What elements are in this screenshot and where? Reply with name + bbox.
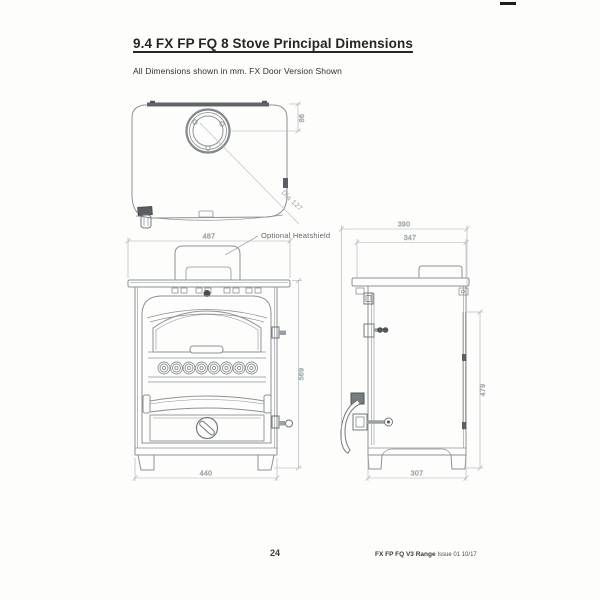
top-view-outline — [131, 104, 288, 219]
side-heatshield — [418, 265, 463, 278]
dim-flue-diameter: Dia 127 — [199, 122, 303, 225]
dim-base-depth: 307 — [365, 458, 469, 481]
top-view-front-edge — [135, 214, 284, 221]
page-title: 9.4 FX FP FQ 8 Stove Principal Dimension… — [133, 36, 413, 51]
dim-flue-offset: 86 — [230, 101, 306, 134]
dim-label-top-plate-depth: 347 — [404, 235, 417, 242]
vent-knob — [245, 361, 258, 375]
dim-overall-depth: 390 — [338, 221, 470, 442]
dim-label-side-height: 479 — [480, 384, 487, 397]
vent-knob — [220, 361, 233, 375]
dim-side-height: 479 — [467, 309, 487, 471]
page-subtitle: All Dimensions shown in mm. FX Door Vers… — [133, 66, 342, 76]
side-view-drawing — [340, 265, 470, 470]
door-window — [152, 310, 262, 353]
dim-label-body-width: 440 — [200, 471, 213, 478]
front-door — [141, 295, 293, 444]
footer-issue-label: Issue 01 10/17 — [437, 552, 477, 558]
front-heatshield — [174, 245, 241, 280]
air-control-dial — [195, 416, 219, 440]
dim-label-overall-height: 569 — [299, 368, 306, 381]
door-vent-knobs — [157, 361, 258, 375]
vent-knob — [207, 361, 221, 375]
side-rear-details — [458, 287, 469, 430]
dim-body-width: 440 — [132, 458, 280, 481]
scan-artifact-dash — [500, 2, 516, 5]
front-top-plate — [127, 279, 291, 288]
top-view-clip — [198, 210, 214, 218]
heatshield-edge-strip — [147, 102, 269, 107]
dim-label-top-plate-width: 487 — [203, 234, 216, 241]
top-view-door-latch — [137, 205, 153, 229]
front-right-leg — [257, 454, 275, 471]
dim-top-plate-width: 487 — [125, 233, 293, 278]
heatshield-note: Optional Heatshield — [224, 231, 330, 256]
dim-label-overall-depth: 390 — [398, 222, 411, 229]
front-left-leg — [137, 454, 155, 471]
vent-knob — [232, 361, 246, 375]
front-plate-tabs — [171, 287, 262, 297]
top-view-drawing — [131, 100, 288, 229]
dim-label-base-depth: 307 — [411, 471, 424, 478]
vent-knob — [182, 361, 196, 375]
footer-document-reference: FX FP FQ V3 Range Issue 01 10/17 — [375, 551, 477, 558]
front-view-drawing — [127, 245, 293, 471]
side-rear-leg — [450, 454, 467, 470]
door-handle-slot — [189, 345, 224, 354]
vent-knob — [170, 361, 183, 375]
door-ash-lip — [142, 394, 272, 414]
side-door-handle — [340, 392, 365, 454]
side-top-plate — [351, 277, 470, 287]
dim-top-plate-depth: 347 — [354, 235, 469, 278]
side-door-furniture — [340, 292, 393, 454]
dim-label-flue-offset: 86 — [299, 114, 306, 122]
door-hinges — [271, 326, 293, 429]
footer-range-label: FX FP FQ V3 Range — [375, 551, 436, 558]
flue-collar — [185, 108, 231, 154]
page-number: 24 — [270, 548, 281, 558]
vent-knob — [195, 361, 208, 375]
heatshield-note-label: Optional Heatshield — [261, 231, 330, 240]
vent-knob — [157, 361, 171, 375]
front-latch-roller — [203, 290, 211, 297]
side-front-leg — [367, 454, 383, 470]
dim-overall-height: 569 — [274, 277, 306, 471]
top-view-hinge-pin — [283, 178, 288, 188]
